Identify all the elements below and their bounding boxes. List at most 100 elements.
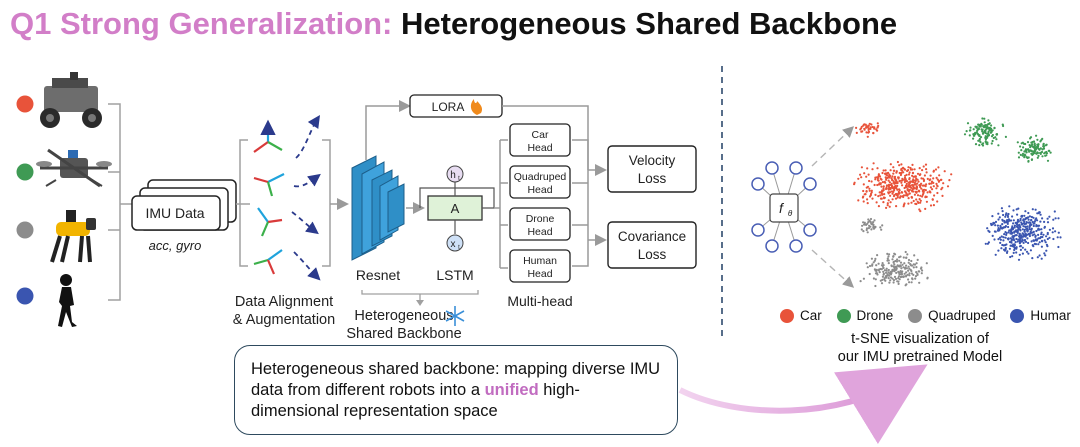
tsne-point bbox=[903, 168, 907, 171]
tsne-point bbox=[1036, 145, 1040, 148]
tsne-point bbox=[918, 270, 921, 273]
tsne-point bbox=[1026, 141, 1030, 144]
head-label: Head bbox=[527, 268, 552, 280]
tsne-point bbox=[894, 193, 897, 196]
tsne-point bbox=[889, 194, 892, 197]
tsne-point bbox=[989, 222, 993, 225]
tsne-point bbox=[1024, 225, 1027, 229]
tsne-point bbox=[888, 274, 891, 277]
tsne-point bbox=[857, 199, 860, 202]
tsne-point bbox=[1033, 151, 1036, 154]
tsne-point bbox=[902, 171, 905, 174]
tsne-point bbox=[868, 187, 871, 190]
tsne-point bbox=[1028, 215, 1031, 218]
projection-arrows bbox=[811, 126, 855, 288]
tsne-point bbox=[981, 143, 984, 146]
tsne-point bbox=[1002, 124, 1005, 128]
tsne-point bbox=[916, 272, 919, 275]
tsne-point bbox=[913, 187, 917, 190]
tsne-point bbox=[948, 179, 951, 182]
tsne-point bbox=[918, 184, 921, 187]
tsne-point bbox=[863, 172, 866, 175]
tsne-point bbox=[882, 201, 885, 204]
tsne-point bbox=[1018, 224, 1021, 228]
trajectory-dashes bbox=[291, 115, 321, 281]
tsne-point bbox=[1031, 141, 1034, 144]
tsne-point bbox=[866, 135, 869, 138]
tsne-point bbox=[1045, 143, 1048, 146]
tsne-point bbox=[907, 173, 911, 176]
tsne-point bbox=[925, 183, 928, 186]
tsne-point bbox=[1015, 237, 1018, 241]
tsne-point bbox=[876, 122, 879, 125]
tsne-point bbox=[1046, 233, 1049, 236]
tsne-point bbox=[1032, 245, 1035, 248]
tsne-point bbox=[999, 241, 1002, 244]
tsne-point bbox=[1038, 254, 1041, 257]
tsne-point bbox=[886, 257, 889, 260]
tsne-point bbox=[916, 178, 919, 181]
tsne-point bbox=[999, 225, 1002, 229]
tsne-point bbox=[997, 238, 1000, 241]
tsne-point bbox=[894, 277, 898, 280]
tsne-point bbox=[873, 126, 876, 129]
tsne-point bbox=[1024, 240, 1028, 243]
tsne-point bbox=[888, 183, 891, 187]
quadruped-icon bbox=[50, 210, 96, 263]
tsne-point bbox=[922, 184, 926, 187]
tsne-point bbox=[1017, 238, 1020, 241]
tsne-point bbox=[1011, 215, 1014, 218]
tsne-point bbox=[1025, 250, 1029, 253]
head-label: Human bbox=[523, 255, 557, 267]
tsne-point bbox=[887, 277, 890, 280]
tsne-point bbox=[891, 258, 894, 261]
snowflake-icon bbox=[445, 306, 465, 326]
tsne-point bbox=[903, 180, 907, 184]
tsne-point bbox=[873, 183, 876, 187]
tsne-point bbox=[859, 280, 862, 283]
tsne-point bbox=[901, 169, 904, 172]
tsne-point bbox=[932, 181, 935, 184]
tsne-point bbox=[898, 278, 901, 281]
tsne-point bbox=[897, 190, 900, 194]
tsne-point bbox=[898, 256, 901, 259]
tsne-point bbox=[1013, 246, 1016, 249]
tsne-point bbox=[887, 187, 890, 190]
tsne-point bbox=[892, 261, 895, 264]
tsne-point bbox=[904, 185, 908, 188]
tsne-point bbox=[867, 130, 871, 133]
tsne-point bbox=[887, 199, 890, 202]
lstm-x-sub: t bbox=[458, 245, 460, 251]
tsne-point bbox=[865, 227, 869, 230]
tsne-point bbox=[908, 281, 911, 284]
tsne-point bbox=[907, 261, 910, 264]
tsne-point bbox=[898, 180, 901, 183]
tsne-point bbox=[897, 275, 901, 278]
tsne-point bbox=[1045, 235, 1048, 238]
tsne-point bbox=[889, 271, 893, 274]
tsne-point bbox=[859, 173, 862, 176]
tsne-point bbox=[1010, 239, 1013, 242]
tsne-point bbox=[1003, 219, 1006, 223]
tsne-point bbox=[1002, 239, 1005, 242]
tsne-point bbox=[919, 267, 923, 270]
tsne-point bbox=[894, 197, 898, 200]
tsne-point bbox=[892, 255, 895, 258]
tsne-point bbox=[972, 133, 975, 136]
tsne-point bbox=[871, 264, 874, 267]
tsne-point bbox=[1019, 153, 1022, 156]
tsne-point bbox=[913, 193, 917, 196]
tsne-point bbox=[877, 124, 880, 127]
head-label: Car bbox=[532, 129, 549, 141]
tsne-point bbox=[884, 187, 888, 191]
tsne-point bbox=[1040, 245, 1043, 248]
tsne-point bbox=[878, 191, 881, 194]
tsne-point bbox=[869, 192, 873, 196]
tsne-point bbox=[872, 162, 875, 165]
tsne-point bbox=[937, 180, 941, 183]
legend-dot bbox=[780, 308, 794, 323]
tsne-point bbox=[893, 189, 896, 192]
tsne-point bbox=[919, 194, 922, 197]
tsne-point bbox=[862, 200, 865, 203]
tsne-point bbox=[923, 174, 927, 177]
